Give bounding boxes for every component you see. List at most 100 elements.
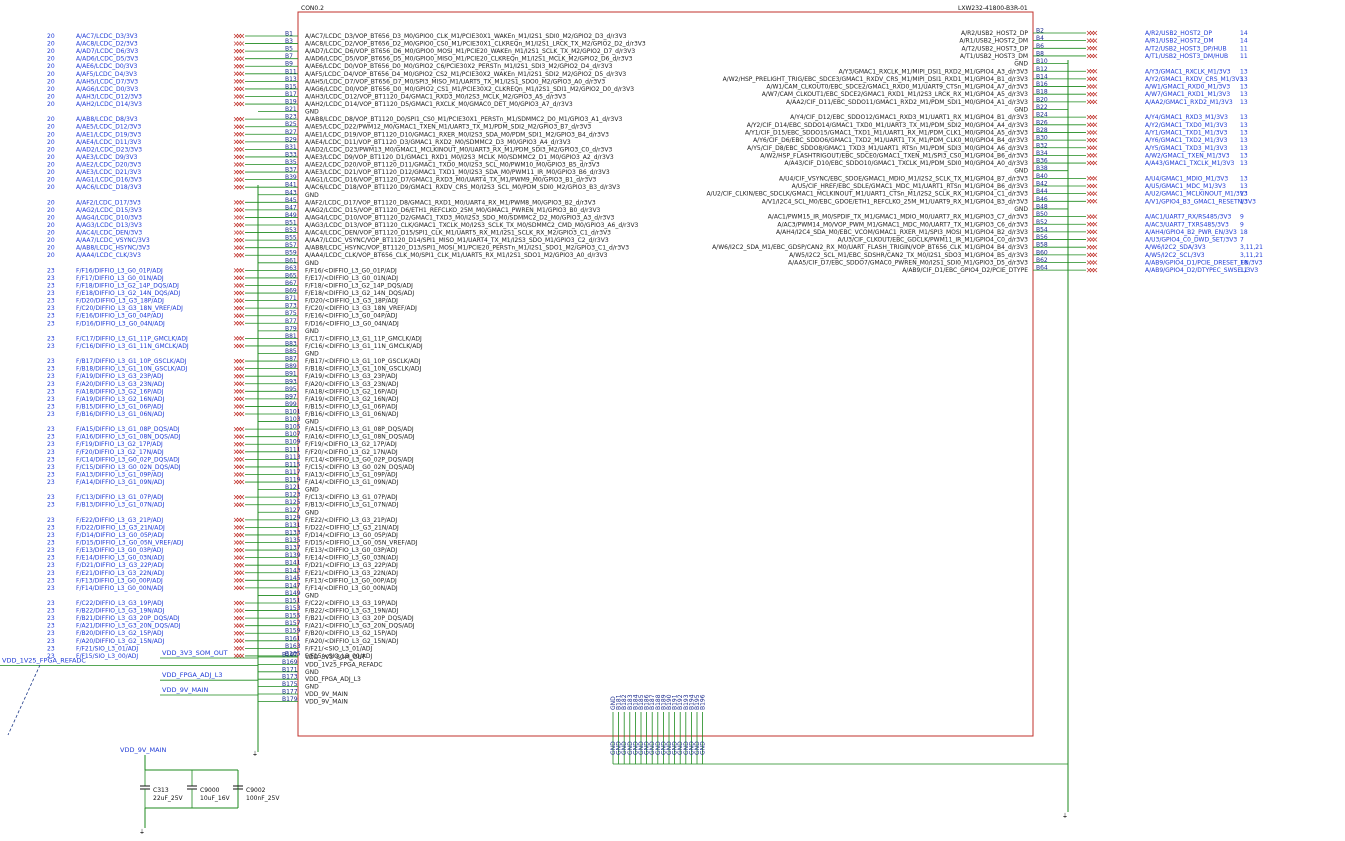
left-pin-signal: A/AG4/LCDC_D10/VOP_BT1120_D2/GMAC1_TXD3_… — [305, 214, 614, 221]
left-row-index: 23 — [47, 524, 55, 531]
left-pin-number: B67 — [285, 280, 297, 287]
left-net-port — [233, 41, 245, 46]
left-pin-signal: GND — [305, 487, 319, 494]
bottom-pin-signal: GND — [688, 741, 695, 755]
left-net-label: F/F14/DIFFIO_L3_G0_00N/ADJ — [76, 585, 164, 592]
right-pin-number: B32 — [1036, 142, 1048, 149]
bottom-pin-number: B195 — [694, 694, 701, 710]
left-net-label: F/D14/DIFFIO_L3_G0_05P/ADJ — [76, 532, 164, 539]
left-pin-signal: F/F14/<DIFFIO_L3_G0_00N/ADJ — [305, 585, 398, 592]
bottom-pin-number: B192 — [677, 694, 684, 710]
right-net-label: A/V1/GPIO4_B3_GMAC1_RESETN/3V3 — [1145, 198, 1256, 205]
left-pin-number: B107 — [285, 431, 301, 438]
left-pin-number: B47 — [285, 204, 297, 211]
left-net-port — [233, 532, 245, 538]
left-net-label: A/AG2/LCDC_D15/3V3 — [76, 207, 142, 214]
right-pin-signal: A/W5/I2C2_SCL_M1/EBC_SDSHR/CAN2_TX_M0/I2… — [789, 252, 1028, 259]
right-pin-number: B40 — [1036, 173, 1048, 180]
left-pin-signal: F/A15/<DIFFIO_L3_G1_08P_DQS/ADJ — [305, 426, 414, 433]
power-pin-signal: VDD_1V25_FPGA_REFADC — [305, 661, 383, 668]
left-row-index: 23 — [47, 282, 55, 289]
left-pin-signal: F/B17/<DIFFIO_L3_G1_10P_GSCLK/ADJ — [305, 358, 421, 365]
right-row-index: 13 — [1240, 114, 1248, 121]
right-row: B14A/W2/HSP_PRELIGHT_TRIG/EBC_SDCE3/GMAC… — [723, 73, 1248, 83]
right-pin-number: B24 — [1036, 112, 1048, 119]
left-net-port — [233, 237, 245, 243]
left-net-port — [233, 457, 245, 462]
left-pin-number: B45 — [285, 197, 297, 204]
left-net-port — [233, 389, 245, 394]
left-pin-signal: A/AE2/LCDC_D20/VOP_BT1120_D11/GMAC1_TXD0… — [305, 162, 600, 169]
left-row-index: 20 — [47, 116, 55, 123]
power-net: VDD_3V3_SOM_OUT — [160, 649, 258, 659]
left-pin-signal: F/E16/<DIFFIO_L3_G0_04P/ADJ — [305, 313, 397, 320]
power-pin-signal: VDD_9V_MAIN — [305, 698, 348, 705]
left-pin-signal: F/D15/<DIFFIO_L3_G0_05N_VREF/ADJ — [305, 540, 418, 547]
right-pin-signal: A/W7/CAM_CLKOUT1/EBC_SDCE2/GMAC1_RXD1_M1… — [762, 91, 1028, 98]
right-row-index: 13 — [1240, 145, 1248, 152]
left-net-port — [233, 200, 245, 205]
right-pin-signal: GND — [1014, 61, 1028, 68]
right-net-port — [1086, 84, 1098, 89]
left-row-index: 20 — [47, 124, 55, 131]
left-net-label: A/AH2/LCDC_D14/3V3 — [76, 101, 142, 108]
left-row-index: 20 — [47, 245, 55, 252]
left-net-label: F/A20/DIFFIO_L3_G3_23N/ADJ — [76, 381, 165, 388]
right-net-label: A/Y4/GMAC1_RXD3_M1/3V3 — [1145, 114, 1228, 121]
left-net-port — [233, 540, 245, 545]
left-net-label: F/F21/SIO_L3_01/ADJ — [76, 645, 138, 652]
left-row-index: 23 — [47, 441, 55, 448]
power-net-label: VDD_FPGA_ADJ_L3 — [162, 671, 222, 679]
right-net-label: A/U5/GMAC1_MDC_M1/3V3 — [1145, 183, 1226, 190]
left-net-port — [233, 321, 245, 326]
cap-refdes: C313 — [153, 787, 169, 794]
left-net-port — [233, 313, 245, 318]
connector-refdes: CON0.2 — [301, 5, 324, 12]
right-pin-number: B16 — [1036, 81, 1048, 88]
left-pin-number: B137 — [285, 545, 301, 552]
left-pin-number: B135 — [285, 537, 301, 544]
right-row-index: 9 — [1240, 221, 1244, 228]
left-row-index: 23 — [47, 396, 55, 403]
left-row-index: 20 — [47, 199, 55, 206]
left-pin-number: B5 — [285, 46, 293, 53]
left-pin-number: B25 — [285, 121, 297, 128]
right-pin-number: B20 — [1036, 96, 1048, 103]
left-net-label: F/D20/DIFFIO_L3_G3_18P/ADJ — [76, 298, 164, 305]
left-net-port — [233, 48, 245, 54]
right-row-index: 11 — [1240, 53, 1248, 60]
gnd-symbol-left: ⏚ — [252, 751, 258, 758]
left-net-label: A/AC7/LCDC_D3/3V3 — [76, 33, 138, 40]
left-row-index: 20 — [47, 154, 55, 161]
left-net-port — [233, 653, 245, 659]
left-pin-signal: F/B18/<DIFFIO_L3_G1_10N_GSCLK/ADJ — [305, 366, 421, 373]
right-net-port — [1086, 199, 1098, 204]
left-net-port — [233, 615, 245, 621]
left-row-index: 20 — [47, 101, 55, 108]
right-row: B18A/W7/CAM_CLKOUT1/EBC_SDCE2/GMAC1_RXD1… — [762, 89, 1248, 99]
left-row-index: 23 — [47, 275, 55, 282]
left-row-index: 23 — [47, 623, 55, 630]
left-row-index: 23 — [47, 638, 55, 645]
left-row-index: 23 — [47, 343, 55, 350]
left-pin-number: B115 — [285, 461, 301, 468]
left-pin-signal: A/AG1/LCDC_D16/VOP_BT1120_D7/GMAC1_RXD3_… — [305, 177, 596, 184]
left-pin-signal: F/C13/<DIFFIO_L3_G1_07P/ADJ — [305, 494, 398, 501]
